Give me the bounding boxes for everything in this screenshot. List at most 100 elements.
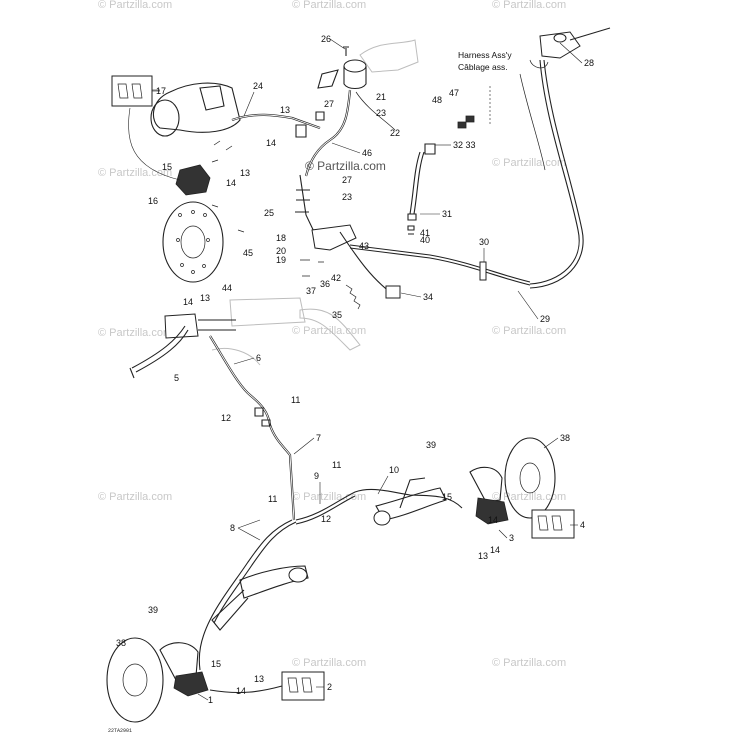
callout-32-33: 32 33 [453, 140, 476, 150]
watermark: © Partzilla.com [98, 491, 172, 503]
callout-14f: 14 [236, 686, 246, 696]
brake-pedal-pad [385, 285, 401, 299]
callout-20: 20 [276, 246, 286, 256]
callout-14: 14 [183, 297, 193, 307]
callout-24: 24 [253, 81, 263, 91]
callout-47: 47 [449, 88, 459, 98]
callout-14e: 14 [490, 545, 500, 555]
callout-34: 34 [423, 292, 433, 302]
front-master-cylinder [129, 313, 236, 379]
callout-41: 41 [420, 228, 430, 238]
callout-13: 13 [200, 293, 210, 303]
watermark: © Partzilla.com [98, 167, 172, 179]
rear-caliper-assembly [111, 75, 245, 283]
callout-46: 46 [362, 148, 372, 158]
callout-29: 29 [540, 314, 550, 324]
callout-40: 40 [420, 235, 430, 245]
front-right-disc [504, 437, 556, 519]
watermark: © Partzilla.com [492, 325, 566, 337]
watermark: © Partzilla.com [292, 657, 366, 669]
rear-master-cylinder [295, 46, 396, 177]
watermark: © Partzilla.com [492, 157, 566, 169]
callout-6: 6 [256, 353, 261, 363]
callout-13c: 13 [240, 168, 250, 178]
front-left-a-arm [106, 565, 325, 723]
callout-17: 17 [156, 86, 166, 96]
callout-44: 44 [222, 283, 232, 293]
callout-21: 21 [376, 92, 386, 102]
callout-12: 12 [221, 413, 231, 423]
watermark: © Partzilla.com [98, 0, 172, 11]
brake-pedal-assembly [295, 174, 531, 310]
brake-pad-box [111, 75, 153, 107]
callout-13e: 13 [254, 674, 264, 684]
callout-42: 42 [331, 273, 341, 283]
front-left-caliper [173, 671, 209, 697]
watermark: © Partzilla.com [492, 0, 566, 11]
callout-14b: 14 [266, 138, 276, 148]
watermark: © Partzilla.com [292, 491, 366, 503]
callout-10: 10 [389, 465, 399, 475]
callout-27: 27 [324, 99, 334, 109]
drawing-code: 22TA2901 [108, 728, 132, 734]
callout-26: 26 [321, 34, 331, 44]
rear-brake-disc [162, 201, 224, 283]
callout-28: 28 [584, 58, 594, 68]
front-right-caliper [475, 497, 509, 525]
watermark: © Partzilla.com [492, 491, 566, 503]
callout-14c: 14 [226, 178, 236, 188]
callout-35: 35 [332, 310, 342, 320]
callout-15c: 15 [211, 659, 221, 669]
front-right-a-arm [373, 437, 575, 539]
callout-36: 36 [320, 279, 330, 289]
callout-30: 30 [479, 237, 489, 247]
callout-15b: 15 [442, 492, 452, 502]
handlebar-lever [529, 27, 611, 69]
reservoir-cap [343, 59, 367, 73]
callout-38: 38 [560, 433, 570, 443]
watermark: © Partzilla.com [98, 327, 172, 339]
harness-label-en: Harness Ass'y [458, 50, 512, 60]
callout-1: 1 [208, 695, 213, 705]
callout-39: 39 [426, 440, 436, 450]
callout-12b: 12 [321, 514, 331, 524]
callout-31: 31 [442, 209, 452, 219]
callout-39b: 39 [148, 605, 158, 615]
callout-11: 11 [291, 395, 300, 405]
callout-16: 16 [148, 196, 158, 206]
callout-15: 15 [162, 162, 172, 172]
front-left-disc [106, 637, 164, 723]
callout-9: 9 [314, 471, 319, 481]
callout-4: 4 [580, 520, 585, 530]
callout-14d: 14 [488, 515, 498, 525]
callout-2: 2 [327, 682, 332, 692]
callout-45: 45 [243, 248, 253, 258]
callout-27b: 27 [342, 175, 352, 185]
callout-8: 8 [230, 523, 235, 533]
callout-11b: 11 [332, 460, 341, 470]
callout-7: 7 [316, 433, 321, 443]
callout-19: 19 [276, 255, 286, 265]
harness-label-fr: Câblage ass. [458, 62, 508, 72]
leader-lines [152, 38, 583, 701]
cable-clip [479, 261, 487, 281]
callout-13b: 13 [280, 105, 290, 115]
watermark: © Partzilla.com [292, 325, 366, 337]
callout-25: 25 [264, 208, 274, 218]
watermark: © Partzilla.com [492, 657, 566, 669]
callout-13d: 13 [478, 551, 488, 561]
callout-37: 37 [306, 286, 316, 296]
watermark-center: © Partzilla.com [305, 159, 386, 173]
callout-43: 43 [359, 241, 369, 251]
rear-caliper [175, 164, 211, 196]
callout-3: 3 [509, 533, 514, 543]
frame-background [211, 39, 419, 366]
callout-23b: 23 [342, 192, 352, 202]
callout-38b: 38 [116, 638, 126, 648]
watermark: © Partzilla.com [292, 0, 366, 11]
callout-18: 18 [276, 233, 286, 243]
callout-23: 23 [376, 108, 386, 118]
callout-22: 22 [390, 128, 400, 138]
